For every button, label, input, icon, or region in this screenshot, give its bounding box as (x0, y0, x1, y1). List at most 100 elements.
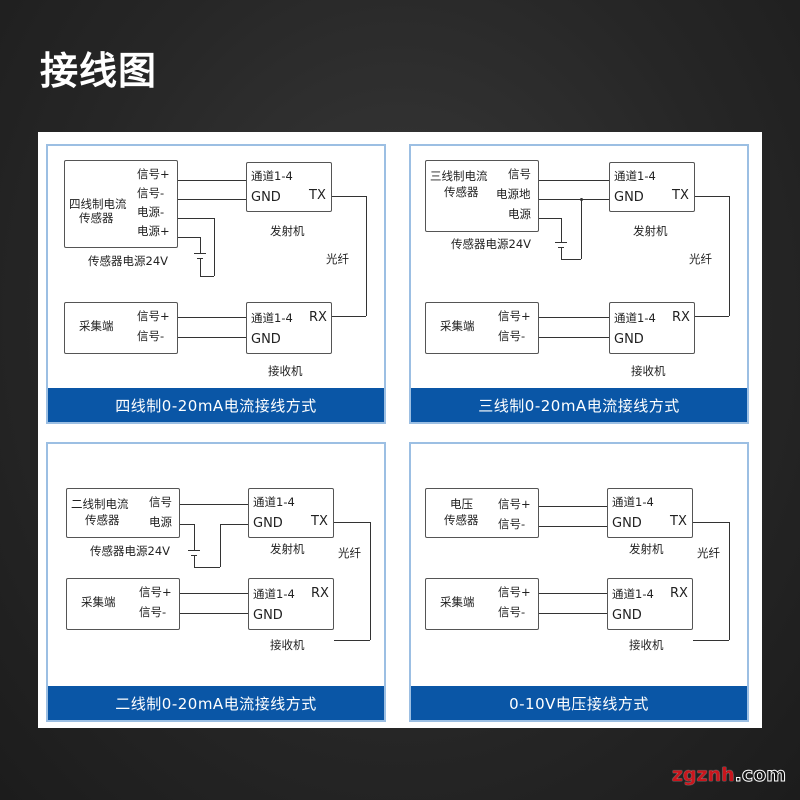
rx-label: RX (311, 586, 329, 601)
pin-label: 信号- (498, 517, 526, 531)
channel-label: 通道1-4 (251, 311, 293, 325)
pin-label: 信号+ (137, 167, 170, 181)
channel-label: 通道1-4 (253, 587, 295, 601)
receiver-box: 通道1-4 GND RX (248, 578, 334, 630)
wire (178, 317, 246, 318)
collector-label: 采集端 (440, 595, 475, 609)
pin-label: 电源- (137, 205, 165, 219)
sensor-box: 四线制电流 传感器 信号+ 信号- 电源- 电源+ (64, 160, 178, 248)
sensor-name: 四线制电流 (69, 197, 127, 211)
rx-label: RX (309, 310, 327, 325)
pin-label: 信号+ (137, 309, 170, 323)
wire (178, 218, 214, 219)
tx-label: TX (311, 514, 328, 529)
pin-label: 信号+ (498, 585, 531, 599)
watermark-domain: .com (734, 764, 786, 787)
channel-label: 通道1-4 (614, 169, 656, 183)
panel-three-wire: 三线制电流 传感器 信号 电源地 电源 通道1-4 GND TX 发射机 光纤 … (409, 144, 749, 424)
transmitter-box: 通道1-4 GND TX (246, 162, 332, 212)
gnd-label: GND (612, 608, 642, 623)
gnd-label: GND (253, 516, 283, 531)
gnd-label: GND (612, 516, 642, 531)
panel-voltage: 电压 传感器 信号+ 信号- 通道1-4 GND TX 发射机 光纤 采集端 信… (409, 442, 749, 722)
wire (200, 237, 201, 253)
fiber-label: 光纤 (338, 546, 361, 560)
fiber-line (334, 522, 370, 523)
fiber-line (366, 196, 367, 316)
fiber-line (334, 640, 370, 641)
receiver-box: 通道1-4 GND RX (246, 302, 332, 354)
receiver-label: 接收机 (629, 638, 664, 652)
fiber-label: 光纤 (689, 252, 712, 266)
channel-label: 通道1-4 (253, 495, 295, 509)
wire (178, 337, 246, 338)
wire (194, 555, 195, 567)
fiber-line (332, 196, 366, 197)
channel-label: 通道1-4 (251, 169, 293, 183)
pin-label: 信号+ (498, 309, 531, 323)
wire (539, 526, 607, 527)
collector-label: 采集端 (79, 319, 114, 333)
receiver-box: 通道1-4 GND RX (609, 302, 695, 354)
panel-caption: 三线制0-20mA电流接线方式 (411, 388, 747, 422)
collector-label: 采集端 (81, 595, 116, 609)
fiber-line (693, 640, 729, 641)
pin-label: 信号- (498, 605, 526, 619)
wire (194, 524, 195, 550)
wire (178, 237, 200, 238)
fiber-line (370, 522, 371, 640)
rx-label: RX (672, 310, 690, 325)
supply-label: 传感器电源24V (451, 237, 531, 251)
wire (180, 613, 248, 614)
page-title: 接线图 (40, 49, 158, 93)
wire (539, 613, 607, 614)
diagram-card: 四线制电流 传感器 信号+ 信号- 电源- 电源+ 通道1-4 GND TX 发… (38, 132, 762, 728)
receiver-box: 通道1-4 GND RX (607, 578, 693, 630)
tx-label: TX (670, 514, 687, 529)
panel-caption: 0-10V电压接线方式 (411, 686, 747, 720)
wire (220, 524, 248, 525)
supply-label: 传感器电源24V (88, 254, 168, 268)
pin-label: 电源 (149, 515, 172, 529)
sensor-name: 三线制电流 (430, 169, 488, 183)
fiber-line (332, 316, 366, 317)
pin-label: 信号- (137, 329, 165, 343)
transmitter-label: 发射机 (270, 224, 305, 238)
wire (539, 180, 609, 181)
panel-caption: 四线制0-20mA电流接线方式 (48, 388, 384, 422)
wire (561, 218, 562, 242)
sensor-name: 电压 (450, 497, 473, 511)
wire (180, 524, 194, 525)
wire (539, 506, 607, 507)
tx-label: TX (309, 188, 326, 203)
transmitter-box: 通道1-4 GND TX (248, 488, 334, 538)
wire (539, 593, 607, 594)
panel-four-wire: 四线制电流 传感器 信号+ 信号- 电源- 电源+ 通道1-4 GND TX 发… (46, 144, 386, 424)
fiber-line (695, 196, 729, 197)
sensor-name-2: 传感器 (85, 513, 120, 527)
fiber-label: 光纤 (326, 252, 349, 266)
wire (581, 199, 582, 259)
collector-box: 采集端 信号+ 信号- (425, 578, 539, 630)
battery-plate (555, 242, 567, 243)
receiver-label: 接收机 (631, 364, 666, 378)
collector-box: 采集端 信号+ 信号- (66, 578, 180, 630)
gnd-label: GND (614, 190, 644, 205)
fiber-line (729, 522, 730, 640)
transmitter-label: 发射机 (629, 542, 664, 556)
fiber-line (693, 522, 729, 523)
wire (214, 218, 215, 276)
panel-caption: 二线制0-20mA电流接线方式 (48, 686, 384, 720)
pin-label: 电源 (508, 207, 531, 221)
receiver-label: 接收机 (268, 364, 303, 378)
gnd-label: GND (251, 332, 281, 347)
fiber-line (729, 196, 730, 316)
wire (178, 180, 246, 181)
sensor-name-2: 传感器 (444, 185, 479, 199)
pin-label: 信号- (139, 605, 167, 619)
rx-label: RX (670, 586, 688, 601)
transmitter-label: 发射机 (270, 542, 305, 556)
sensor-name-2: 传感器 (79, 211, 114, 225)
fiber-label: 光纤 (697, 546, 720, 560)
pin-label: 信号- (498, 329, 526, 343)
